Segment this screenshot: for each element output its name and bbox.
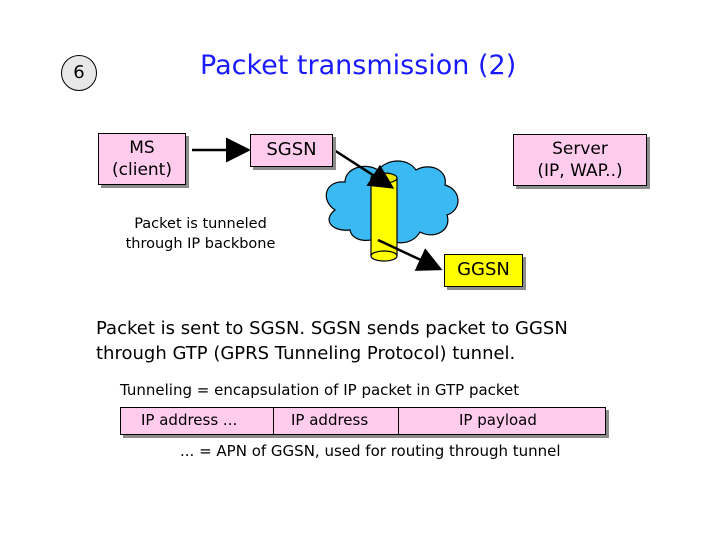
ms-sublabel: (client)	[112, 160, 172, 180]
slide-title: Packet transmission (2)	[200, 50, 517, 81]
tunnel-caption: Packet is tunneled through IP backbone	[108, 214, 293, 254]
server-box: Server (IP, WAP..)	[513, 134, 647, 186]
tunnel-caption-line2: through IP backbone	[125, 236, 276, 252]
packet-field-outer-ip: IP address ...	[141, 411, 238, 429]
server-sublabel: (IP, WAP..)	[537, 161, 623, 181]
packet-field-payload: IP payload	[459, 411, 537, 429]
ms-label: MS	[129, 138, 155, 158]
main-text-line1: Packet is sent to SGSN. SGSN sends packe…	[96, 318, 568, 339]
server-label: Server	[552, 139, 608, 159]
slide-number: 6	[61, 55, 97, 91]
gtp-packet-structure: IP address ... IP address IP payload	[120, 407, 606, 435]
packet-divider	[273, 408, 274, 434]
packet-divider	[398, 408, 399, 434]
ms-client-box: MS (client)	[98, 133, 186, 185]
arrow-tunnel-to-ggsn	[377, 238, 443, 271]
packet-field-inner-ip: IP address	[291, 411, 369, 429]
main-text: Packet is sent to SGSN. SGSN sends packe…	[96, 316, 656, 366]
ggsn-box: GGSN	[444, 254, 523, 287]
sgsn-box: SGSN	[250, 134, 333, 167]
arrow-sgsn-to-tunnel	[333, 148, 395, 189]
tunnel-caption-line1: Packet is tunneled	[134, 216, 267, 232]
tunneling-definition: Tunneling = encapsulation of IP packet i…	[120, 381, 520, 399]
apn-note: ... = APN of GGSN, used for routing thro…	[180, 442, 561, 460]
main-text-line2: through GTP (GPRS Tunneling Protocol) tu…	[96, 343, 516, 364]
